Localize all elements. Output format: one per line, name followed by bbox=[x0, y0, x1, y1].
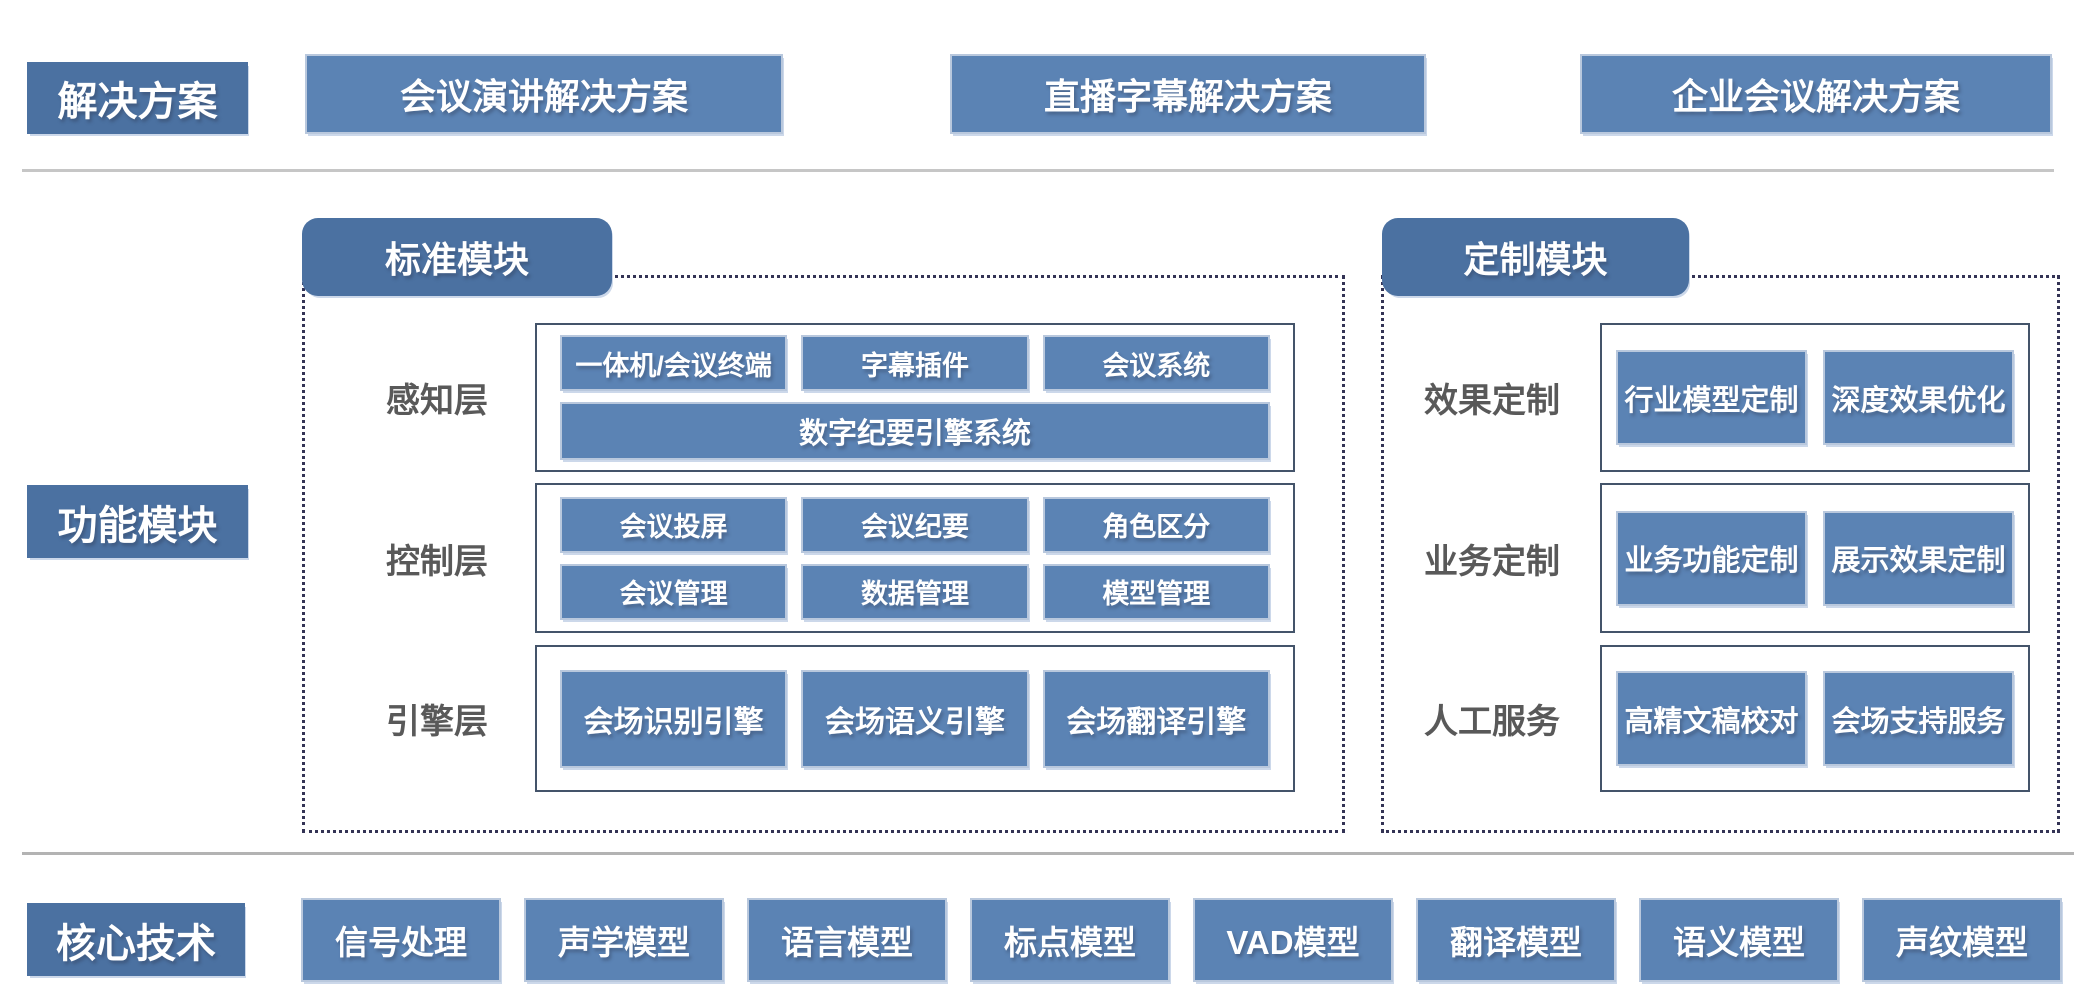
core-tech-row: 信号处理 声学模型 语言模型 标点模型 VAD模型 翻译模型 语义模型 声纹模型 bbox=[301, 898, 2062, 982]
module-box-business-function-custom: 业务功能定制 bbox=[1616, 510, 1807, 606]
module-box-data-management: 数据管理 bbox=[801, 563, 1029, 620]
effect-custom-row: 行业模型定制 深度效果优化 bbox=[1616, 350, 2014, 445]
module-box-meeting-minutes: 会议纪要 bbox=[801, 496, 1029, 553]
divider-top bbox=[22, 169, 2054, 172]
module-box-digital-minutes-engine: 数字纪要引擎系统 bbox=[560, 402, 1270, 460]
tech-box-acoustic-model: 声学模型 bbox=[524, 898, 724, 982]
solution-box-enterprise-meeting: 企业会议解决方案 bbox=[1580, 54, 2052, 134]
business-custom-row: 业务功能定制 展示效果定制 bbox=[1616, 510, 2014, 606]
module-box-subtitle-plugin: 字幕插件 bbox=[801, 335, 1029, 391]
tech-box-signal-processing: 信号处理 bbox=[301, 898, 501, 982]
standard-module-tab: 标准模块 bbox=[302, 218, 612, 296]
custom-label-manual-service: 人工服务 bbox=[1424, 703, 1560, 741]
module-box-meeting-casting: 会议投屏 bbox=[560, 496, 788, 553]
divider-bottom bbox=[22, 852, 2074, 855]
engine-row-1: 会场识别引擎 会场语义引擎 会场翻译引擎 bbox=[560, 669, 1270, 768]
control-row-2: 会议管理 数据管理 模型管理 bbox=[560, 563, 1270, 620]
tech-box-semantic-model: 语义模型 bbox=[1639, 898, 1839, 982]
solutions-row-label: 解决方案 bbox=[27, 62, 248, 134]
solution-box-meeting-speech: 会议演讲解决方案 bbox=[305, 54, 783, 134]
control-row-1: 会议投屏 会议纪要 角色区分 bbox=[560, 496, 1270, 553]
layer-label-engine: 引擎层 bbox=[386, 703, 488, 741]
tech-box-voiceprint-model: 声纹模型 bbox=[1862, 898, 2062, 982]
module-box-aio-terminal: 一体机/会议终端 bbox=[560, 335, 788, 391]
custom-module-dashed-box bbox=[1381, 275, 2060, 833]
control-layer-panel: 会议投屏 会议纪要 角色区分 会议管理 数据管理 模型管理 bbox=[535, 483, 1295, 633]
function-modules-row-label: 功能模块 bbox=[27, 485, 248, 558]
module-box-deep-effect-optimization: 深度效果优化 bbox=[1823, 350, 2014, 445]
tech-box-language-model: 语言模型 bbox=[747, 898, 947, 982]
module-box-venue-recognition-engine: 会场识别引擎 bbox=[560, 669, 788, 768]
layer-label-perception: 感知层 bbox=[386, 382, 488, 420]
module-box-role-separation: 角色区分 bbox=[1042, 496, 1270, 553]
perception-layer-panel: 一体机/会议终端 字幕插件 会议系统 数字纪要引擎系统 bbox=[535, 323, 1295, 472]
module-box-high-precision-proofreading: 高精文稿校对 bbox=[1616, 671, 1807, 766]
business-custom-panel: 业务功能定制 展示效果定制 bbox=[1600, 483, 2030, 633]
tech-box-vad-model: VAD模型 bbox=[1193, 898, 1393, 982]
module-box-venue-semantics-engine: 会场语义引擎 bbox=[801, 669, 1029, 768]
effect-custom-panel: 行业模型定制 深度效果优化 bbox=[1600, 323, 2030, 472]
module-box-industry-model-custom: 行业模型定制 bbox=[1616, 350, 1807, 445]
custom-label-effect: 效果定制 bbox=[1424, 382, 1560, 420]
module-box-meeting-management: 会议管理 bbox=[560, 563, 788, 620]
engine-layer-panel: 会场识别引擎 会场语义引擎 会场翻译引擎 bbox=[535, 645, 1295, 792]
perception-row-1: 一体机/会议终端 字幕插件 会议系统 bbox=[560, 335, 1270, 391]
core-tech-row-label: 核心技术 bbox=[27, 903, 245, 976]
module-box-venue-support-service: 会场支持服务 bbox=[1823, 671, 2014, 766]
module-box-display-effect-custom: 展示效果定制 bbox=[1823, 510, 2014, 606]
module-box-meeting-system: 会议系统 bbox=[1042, 335, 1270, 391]
custom-label-business: 业务定制 bbox=[1424, 542, 1560, 581]
manual-service-panel: 高精文稿校对 会场支持服务 bbox=[1600, 645, 2030, 792]
module-box-venue-translation-engine: 会场翻译引擎 bbox=[1042, 669, 1270, 768]
tech-box-translation-model: 翻译模型 bbox=[1416, 898, 1616, 982]
perception-row-2: 数字纪要引擎系统 bbox=[560, 402, 1270, 460]
standard-module-dashed-box bbox=[302, 275, 1345, 833]
manual-service-row: 高精文稿校对 会场支持服务 bbox=[1616, 671, 2014, 766]
module-box-model-management: 模型管理 bbox=[1042, 563, 1270, 620]
custom-module-tab: 定制模块 bbox=[1382, 218, 1689, 296]
tech-box-punctuation-model: 标点模型 bbox=[970, 898, 1170, 982]
solution-box-live-subtitle: 直播字幕解决方案 bbox=[950, 54, 1426, 134]
layer-label-control: 控制层 bbox=[386, 542, 488, 581]
